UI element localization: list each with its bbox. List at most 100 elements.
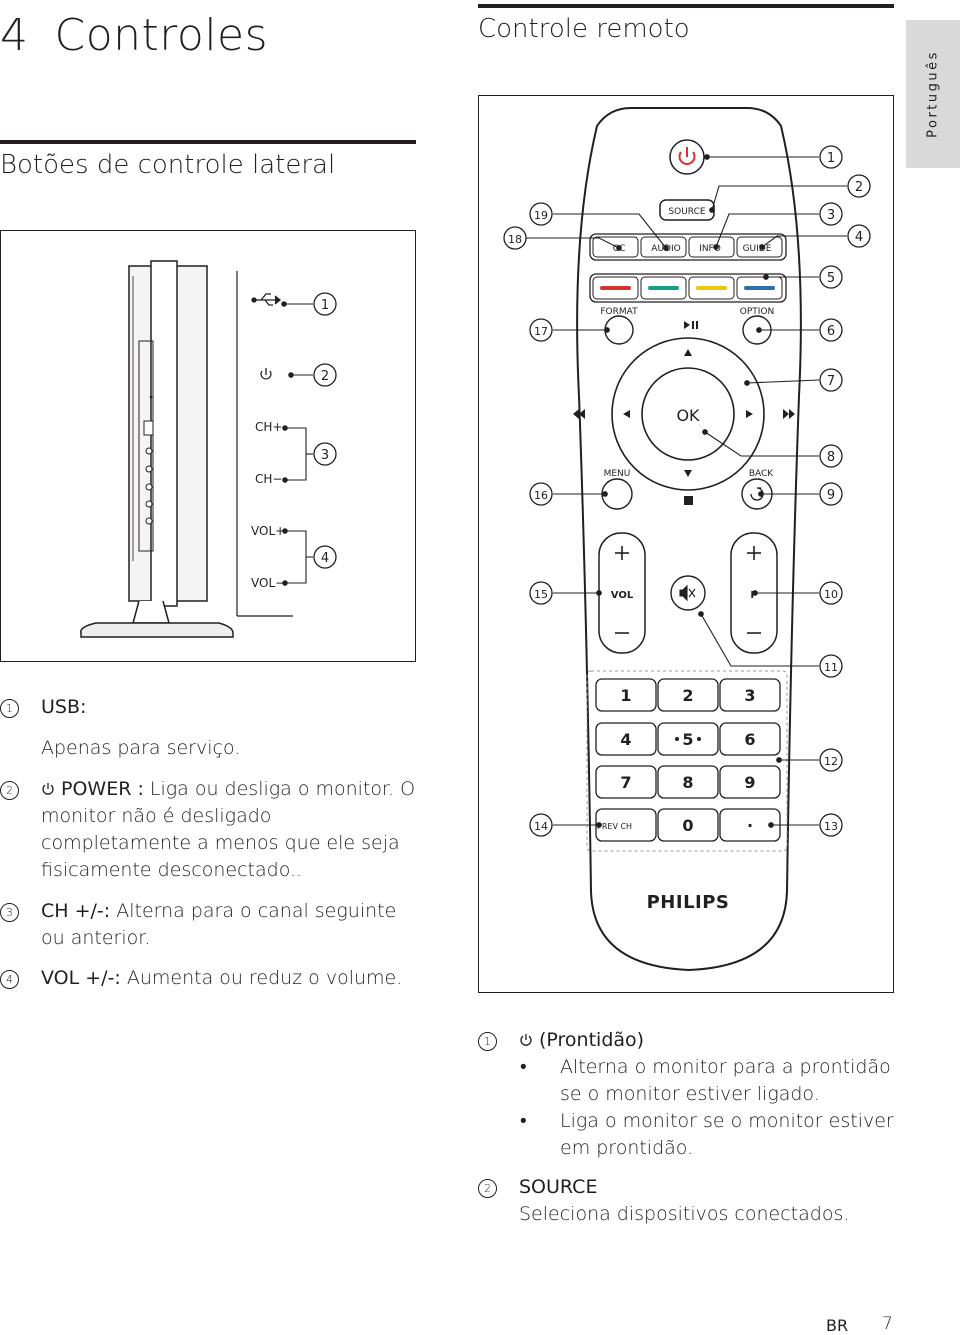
svg-text:14: 14 [534, 820, 548, 833]
remote-callout-12: 12 [819, 748, 843, 772]
language-tab-label: Português [925, 50, 941, 138]
keypad-label: · [747, 816, 753, 835]
side-callout-4: 4 [321, 551, 329, 566]
remote-callout-10: 10 [819, 581, 843, 605]
language-tab: Português [906, 20, 960, 168]
side-buttons-title: Botões de controle lateral [0, 150, 336, 180]
page-number: 7 [882, 1314, 893, 1334]
color-keys [600, 286, 775, 290]
svg-text:18: 18 [508, 233, 522, 246]
side-item-ch: 3 CH +/-: Alterna para o canal seguinte … [0, 898, 416, 952]
remote-callout-16: 16 [529, 482, 553, 506]
remote-callout-5: 5 [819, 265, 843, 289]
remote-callout-4: 4 [847, 224, 871, 248]
side-buttons-diagram: CH+ CH− VOL+ VOL− 1 2 3 4 [0, 230, 416, 662]
item-number: 2 [0, 781, 19, 800]
power-icon [520, 1034, 532, 1046]
remote-callout-17: 17 [529, 318, 553, 342]
svg-text:8: 8 [827, 450, 835, 465]
item-number: 2 [478, 1179, 497, 1198]
svg-text:6: 6 [827, 324, 835, 339]
svg-text:3: 3 [827, 208, 835, 223]
svg-text:2: 2 [855, 180, 863, 195]
keypad-key: 7 [595, 765, 657, 799]
keypad-label: 6 [744, 730, 755, 749]
svg-text:17: 17 [534, 325, 548, 338]
back-label: BACK [749, 469, 774, 479]
item-desc: Aumenta ou reduz o volume. [120, 967, 403, 989]
item-desc: Alterna para o canal seguinte ou anterio… [41, 900, 397, 949]
keypad-label: 9 [744, 773, 755, 792]
back-icon [750, 487, 764, 501]
remote-callout-14: 14 [529, 813, 553, 837]
side-callout-1: 1 [321, 298, 329, 313]
svg-text:9: 9 [827, 488, 835, 503]
item-desc: Liga ou desliga o monitor. O monitor não… [41, 778, 416, 881]
keypad-label: 5 [682, 730, 693, 749]
ok-label: OK [676, 406, 700, 425]
keypad-label: 4 [620, 730, 631, 749]
remote-title: Controle remoto [478, 14, 690, 44]
keypad-label: 3 [744, 686, 755, 705]
format-label: FORMAT [600, 307, 638, 317]
ch-minus-label: CH− [255, 472, 282, 486]
svg-text:19: 19 [534, 209, 548, 222]
keypad-key: 5 [657, 722, 719, 756]
chapter-number: 4 [0, 10, 29, 61]
remote-callout-18: 18 [503, 226, 527, 250]
side-item-power: 2 POWER : Liga ou desliga o monitor. O m… [0, 776, 416, 884]
color-key-1 [600, 286, 631, 290]
item-name: POWER : [61, 778, 144, 800]
keypad-key: 0 [657, 808, 719, 842]
remote-diagram: SOURCE CC AUDIO INFO GUIDE FORMAT OPTION… [478, 95, 894, 993]
monitor-side-illustration [80, 260, 234, 638]
vol-plus-label: VOL+ [251, 524, 285, 538]
footer-locale: BR [826, 1316, 849, 1335]
vol-minus-label: VOL− [251, 576, 285, 590]
svg-text:13: 13 [824, 820, 838, 833]
item-name: CH +/-: [41, 900, 111, 922]
item-number: 3 [0, 903, 19, 922]
ch-plus-label: CH+ [255, 420, 282, 434]
keypad-key: 2 [657, 678, 719, 712]
svg-text:5: 5 [827, 271, 835, 286]
remote-callout-19: 19 [529, 202, 553, 226]
keypad-key: 6 [719, 722, 781, 756]
side-item-vol: 4 VOL +/-: Aumenta ou reduz o volume. [0, 965, 416, 992]
power-icon [260, 368, 272, 380]
color-key-4 [744, 286, 775, 290]
keypad-key: 9 [719, 765, 781, 799]
side-item-usb: 1 USB: [0, 694, 416, 721]
keypad-key: 4 [595, 722, 657, 756]
brand-logo: PHILIPS [647, 892, 730, 913]
item-number: 1 [0, 699, 19, 718]
standby-bullets: Alterna o monitor para a prontidão se o … [518, 1054, 894, 1162]
side-callout-3: 3 [321, 448, 329, 463]
item-name: VOL +/-: [41, 967, 121, 989]
item-name: SOURCE [519, 1176, 598, 1198]
remote-callout-8: 8 [819, 444, 843, 468]
guide-label: GUIDE [743, 244, 772, 254]
remote-callout-6: 6 [819, 318, 843, 342]
menu-label: MENU [604, 469, 631, 479]
item-number: 4 [0, 970, 19, 989]
svg-text:7: 7 [827, 374, 835, 389]
keypad-label: 7 [620, 773, 631, 792]
mute-icon [679, 584, 696, 602]
color-key-2 [648, 286, 679, 290]
play-pause-icon [684, 321, 690, 329]
svg-text:16: 16 [534, 489, 548, 502]
vol-label: VOL [611, 590, 634, 601]
usb-icon [251, 293, 282, 306]
keypad-label: 0 [682, 816, 693, 835]
section-rule-left [0, 140, 416, 144]
remote-power-icon [678, 147, 696, 165]
remote-item-source: 2 SOURCE Seleciona dispositivos conectad… [478, 1174, 894, 1228]
svg-text:11: 11 [824, 661, 838, 674]
svg-text:15: 15 [534, 588, 548, 601]
remote-item-standby: 1 (Prontidão) Alterna o monitor para a p… [478, 1027, 894, 1162]
section-rule-right [478, 4, 894, 8]
power-icon [42, 783, 54, 795]
remote-callout-11: 11 [819, 654, 843, 678]
svg-text:12: 12 [824, 755, 838, 768]
